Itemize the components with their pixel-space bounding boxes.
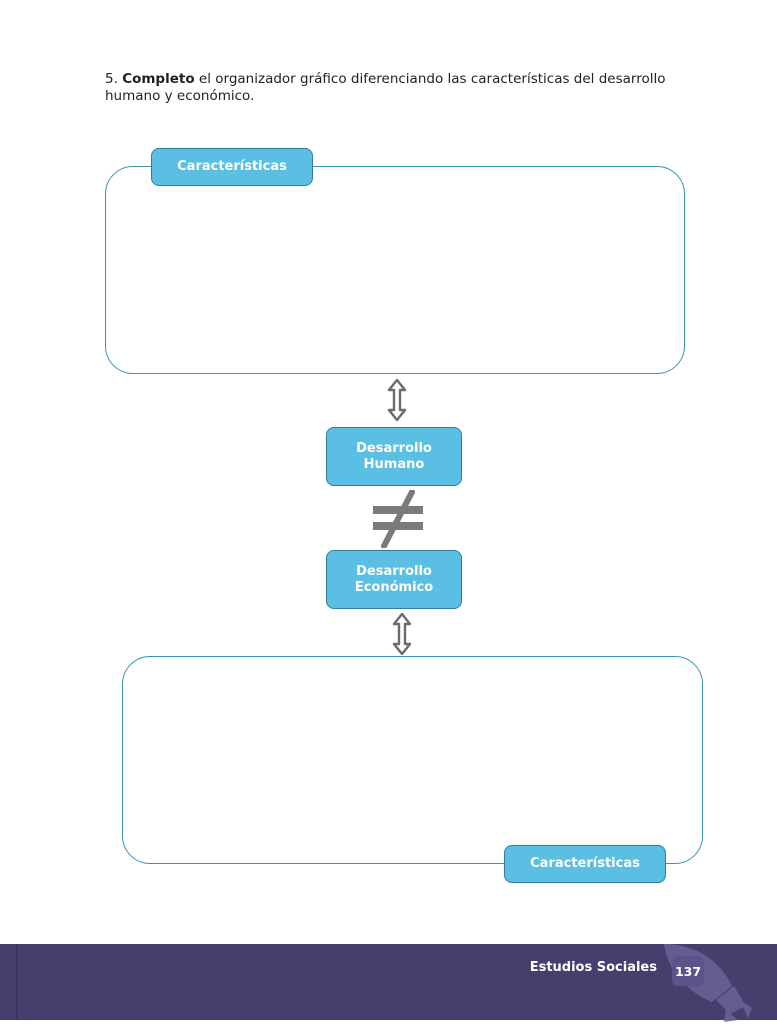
double-arrow-icon <box>387 378 407 422</box>
node-desarrollo-humano: Desarrollo Humano <box>326 427 462 486</box>
bottom-answer-frame[interactable] <box>122 656 703 864</box>
node-humano-line1: Desarrollo <box>356 440 432 456</box>
page-footer <box>0 944 777 1020</box>
node-humano-line2: Humano <box>363 456 425 472</box>
page-number: 137 <box>674 963 702 979</box>
top-answer-frame[interactable] <box>105 166 685 374</box>
page-number-badge: 137 <box>672 956 704 986</box>
node-desarrollo-economico: Desarrollo Económico <box>326 550 462 609</box>
footer-divider <box>16 944 18 1020</box>
activity-bold-verb: Completo <box>122 71 195 87</box>
activity-number: 5. <box>105 71 118 87</box>
activity-text: el organizador gráfico diferenciando las… <box>105 71 666 104</box>
not-equal-icon <box>373 490 423 548</box>
activity-instruction: 5. Completo el organizador gráfico difer… <box>105 71 705 105</box>
node-economico-line2: Económico <box>354 579 434 595</box>
double-arrow-icon <box>392 612 412 656</box>
rocket-icon <box>664 944 752 1022</box>
top-characteristics-label-text: Características <box>177 159 287 174</box>
top-characteristics-label: Características <box>151 148 313 186</box>
node-economico-line1: Desarrollo <box>356 563 432 579</box>
bottom-characteristics-label-text: Características <box>530 856 640 871</box>
footer-subject: Estudios Sociales <box>529 960 657 975</box>
bottom-characteristics-label: Características <box>504 845 666 883</box>
